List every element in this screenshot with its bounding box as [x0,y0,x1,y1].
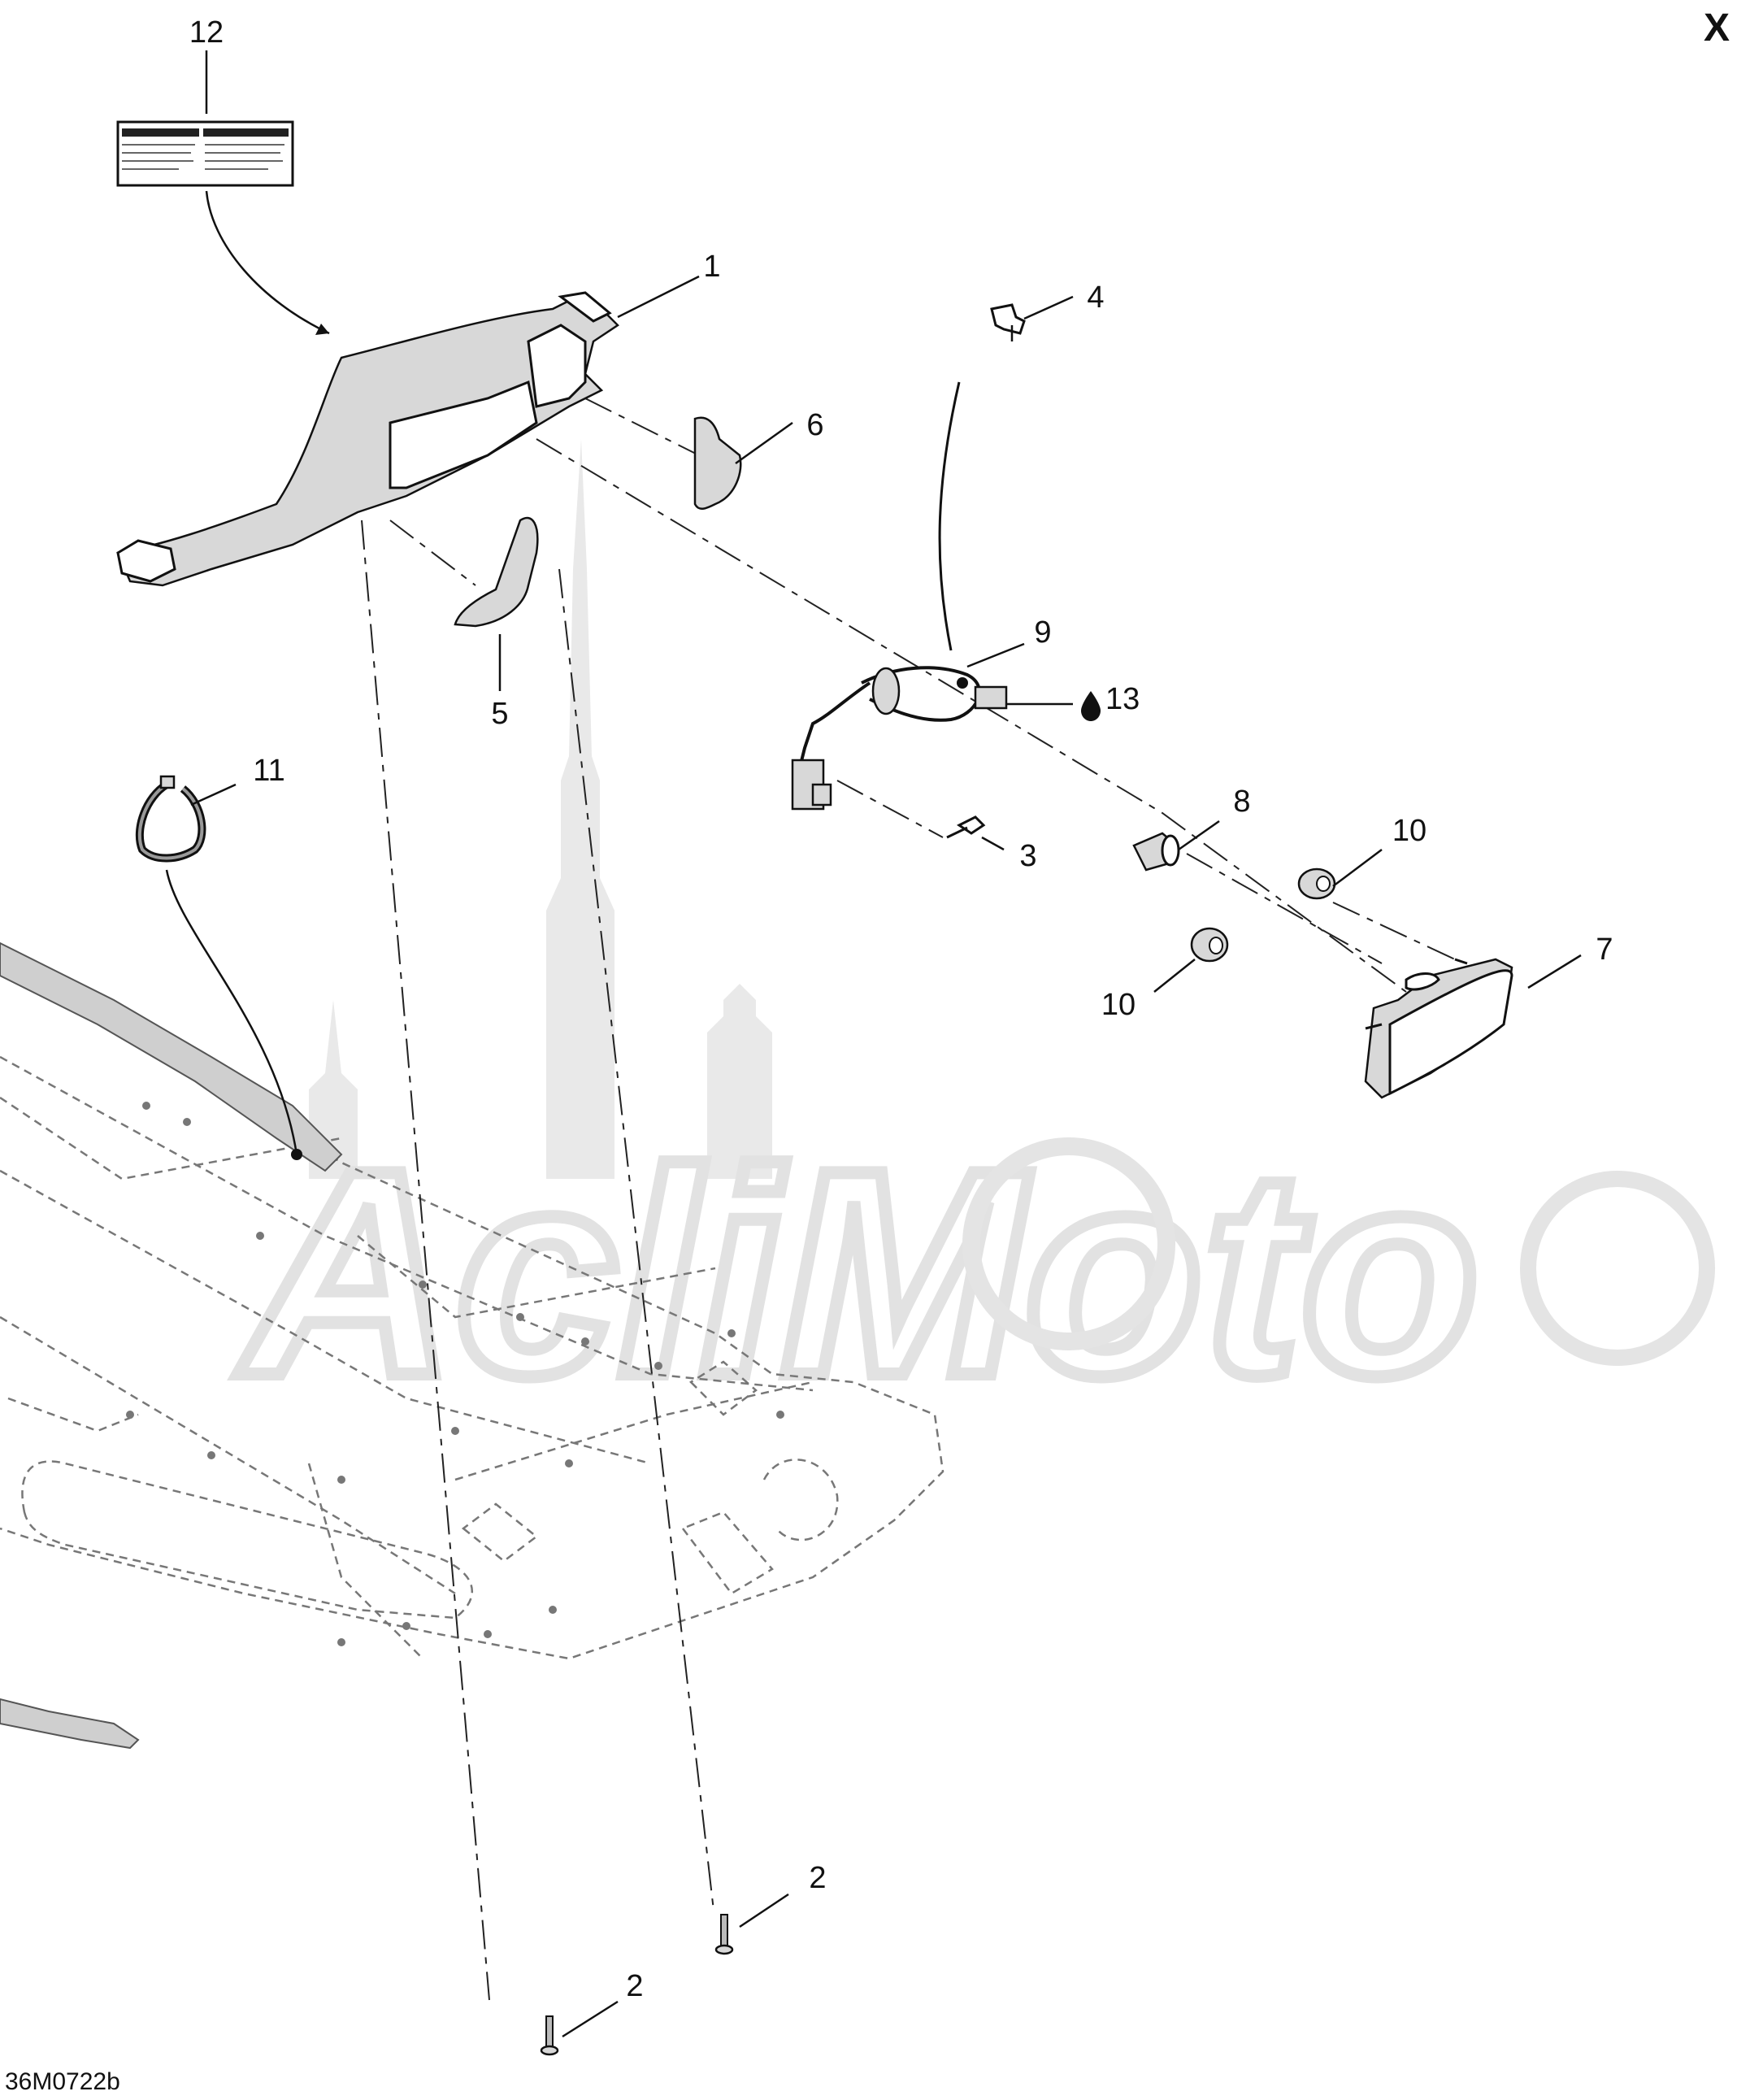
part-9-wiring-harness [791,381,1008,811]
callout-10-upper: 10 [1392,814,1426,848]
part-11-tie-wrap [135,775,206,863]
callout-10-lower: 10 [1101,988,1136,1022]
part-6-side-plate [693,416,742,510]
callout-1: 1 [703,250,720,284]
callout-11: 11 [253,754,284,788]
oil-drop-icon [1081,691,1101,721]
callout-2-upper: 2 [809,1861,826,1895]
callout-4: 4 [1087,280,1104,315]
callout-3: 3 [1019,839,1036,873]
part-2-screw-upper [714,1914,734,1955]
callout-12: 12 [189,15,224,50]
part-12-label-decal [116,120,294,187]
callout-5: 5 [491,697,508,731]
part-10-grommet-lower [1190,927,1229,963]
callout-7: 7 [1596,933,1613,967]
part-10-grommet-upper [1297,867,1336,900]
callout-8: 8 [1233,785,1250,819]
part-3-screw [946,815,986,839]
assembly-lines [361,398,1456,2001]
callout-2-lower: 2 [626,1969,643,2003]
watermark-logo-text: AcliMoto [235,1110,1479,1437]
vehicle-frame-ghost [0,941,944,1750]
callout-13: 13 [1105,682,1140,716]
watermark: AcliMoto [228,439,1715,1443]
part-2-screw-lower [540,2015,559,2056]
part-4-connector [990,303,1026,341]
part-5-side-plate [454,516,539,628]
drawing-code: 36M0722b [5,2068,120,2095]
part-7-taillight [1364,958,1513,1099]
callout-9: 9 [1034,615,1051,650]
callout-6: 6 [806,408,823,442]
part-1-rear-handle [116,291,619,587]
leader-lines [165,50,1582,2038]
page-marker: X [1704,7,1730,50]
part-8-bulb-socket [1132,832,1180,872]
